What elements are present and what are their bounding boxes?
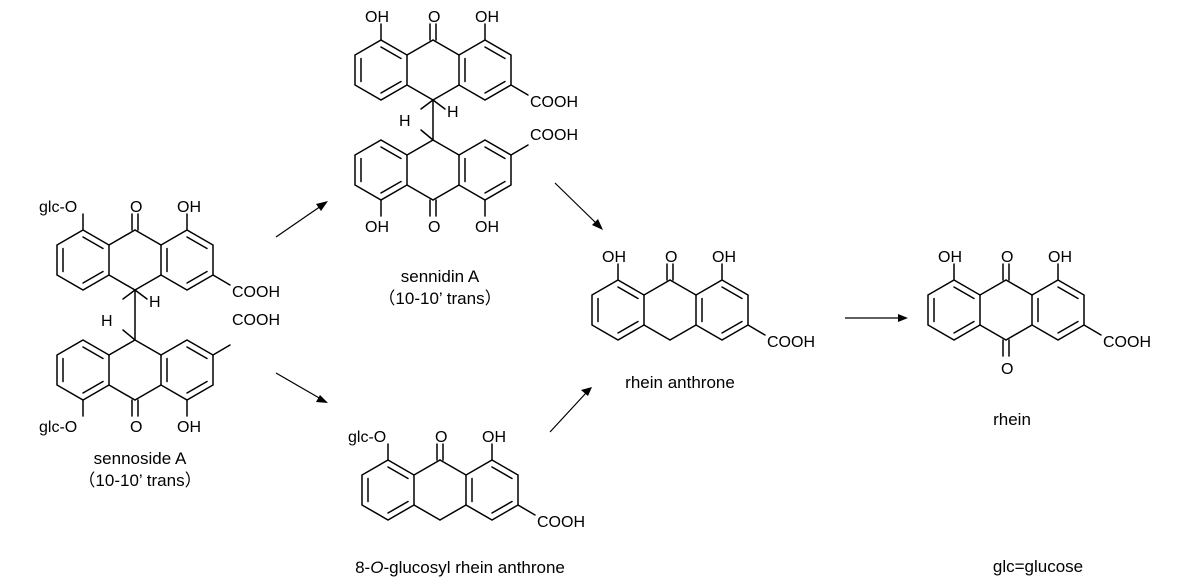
atom-label: OH: [602, 249, 626, 266]
atom-label: O: [428, 219, 440, 236]
atom-label: glc-O: [348, 429, 386, 446]
atom-label: COOH: [232, 312, 280, 329]
atom-label: O: [1001, 361, 1013, 378]
compound-name: sennoside A: [94, 449, 187, 468]
atom-label: COOH: [530, 94, 578, 111]
compound-name: rhein: [993, 410, 1031, 429]
atom-label: OH: [482, 429, 506, 446]
structure-rhein: OH O OH COOH O rhein: [927, 249, 1151, 429]
footnote: glc=glucose: [993, 557, 1083, 576]
reaction-arrow-sennoside-to-glucosyl-anthrone: [275, 372, 328, 403]
atom-label: OH: [177, 419, 201, 436]
reaction-arrow-sennidin-to-rhein-anthrone: [554, 182, 603, 230]
atom-label: OH: [712, 249, 736, 266]
atom-label: COOH: [232, 284, 280, 301]
atom-label: OH: [365, 219, 389, 236]
atom-label: OH: [1048, 249, 1072, 266]
atom-label: O: [435, 429, 447, 446]
reaction-arrow-sennoside-to-sennidin: [275, 201, 328, 238]
atom-label: glc-O: [39, 199, 77, 216]
atom-label: COOH: [537, 514, 585, 531]
structure-glucosyl-rhein-anthrone: glc-O O OH COOH 8-O-glucosyl rhein anthr…: [348, 429, 585, 577]
reaction-arrow-glucosyl-to-rhein-anthrone: [549, 387, 592, 433]
atom-label: H: [149, 294, 161, 311]
compound-config: （10-10’ trans）: [378, 289, 501, 308]
atom-label: OH: [938, 249, 962, 266]
atom-label: COOH: [767, 334, 815, 351]
atom-label: glc-O: [39, 419, 77, 436]
atom-label: O: [130, 199, 142, 216]
atom-label: O: [130, 419, 142, 436]
atom-label: OH: [177, 199, 201, 216]
atom-label: H: [399, 113, 411, 130]
structure-sennoside-a: glc-O O OH COOH H glc-O O OH COOH H senn…: [39, 199, 280, 490]
atom-label: OH: [475, 219, 499, 236]
atom-label: O: [1001, 249, 1013, 266]
atom-label: OH: [475, 9, 499, 26]
compound-config: （10-10’ trans）: [78, 471, 201, 490]
compound-name: 8-O-glucosyl rhein anthrone: [355, 558, 565, 577]
compound-name: sennidin A: [401, 267, 480, 286]
compound-name: rhein anthrone: [625, 373, 735, 392]
atom-label: COOH: [1103, 334, 1151, 351]
atom-label: COOH: [530, 127, 578, 144]
atom-label: O: [428, 9, 440, 26]
atom-label: H: [101, 313, 113, 330]
atom-label: O: [665, 249, 677, 266]
structure-rhein-anthrone: OH O OH COOH rhein anthrone: [591, 249, 815, 392]
structure-sennidin-a: OH O OH COOH H OH O OH COOH H sennidin A…: [354, 9, 578, 308]
atom-label: OH: [365, 9, 389, 26]
reaction-arrow-rhein-anthrone-to-rhein: [845, 314, 908, 322]
atom-label: H: [447, 104, 459, 121]
